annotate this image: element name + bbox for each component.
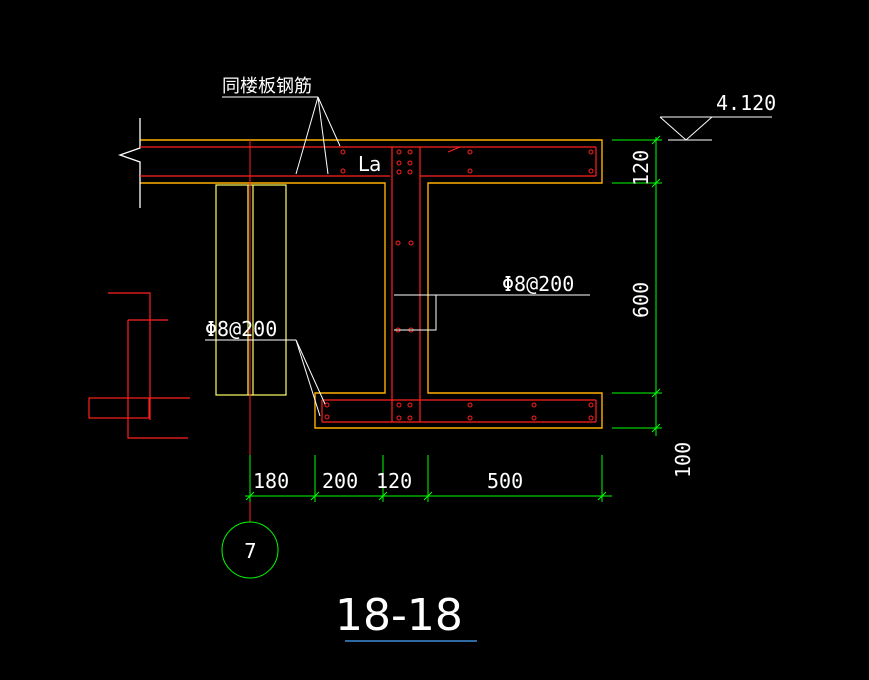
column bbox=[215, 184, 287, 396]
dimension-lines bbox=[221, 135, 662, 579]
dim-label-200: 200 bbox=[322, 469, 358, 493]
slab-outline bbox=[140, 139, 603, 429]
dim-label-600: 600 bbox=[629, 282, 653, 318]
slab-note-text: 同楼板钢筋 bbox=[222, 76, 312, 97]
dim-label-500: 500 bbox=[487, 469, 523, 493]
break-line bbox=[118, 118, 141, 208]
section-title: 18-18 bbox=[335, 590, 463, 641]
dim-label-120-v: 120 bbox=[629, 150, 653, 186]
rebar-dots bbox=[324, 149, 594, 421]
adjacent-member bbox=[88, 292, 190, 439]
axis-bubble bbox=[221, 521, 279, 579]
stirrup-right-label: Φ8@200 bbox=[502, 272, 574, 296]
dim-label-180: 180 bbox=[253, 469, 289, 493]
anchorage-label: La bbox=[358, 152, 381, 176]
elevation-label: 4.120 bbox=[716, 91, 776, 115]
concrete-outline bbox=[140, 139, 603, 429]
dim-label-100: 100 bbox=[671, 442, 695, 478]
axis-label: 7 bbox=[244, 539, 257, 563]
stirrup-left-label: Φ8@200 bbox=[205, 317, 277, 341]
rebar bbox=[140, 146, 597, 423]
dim-label-120-h: 120 bbox=[376, 469, 412, 493]
annotation-leaders bbox=[205, 96, 772, 417]
